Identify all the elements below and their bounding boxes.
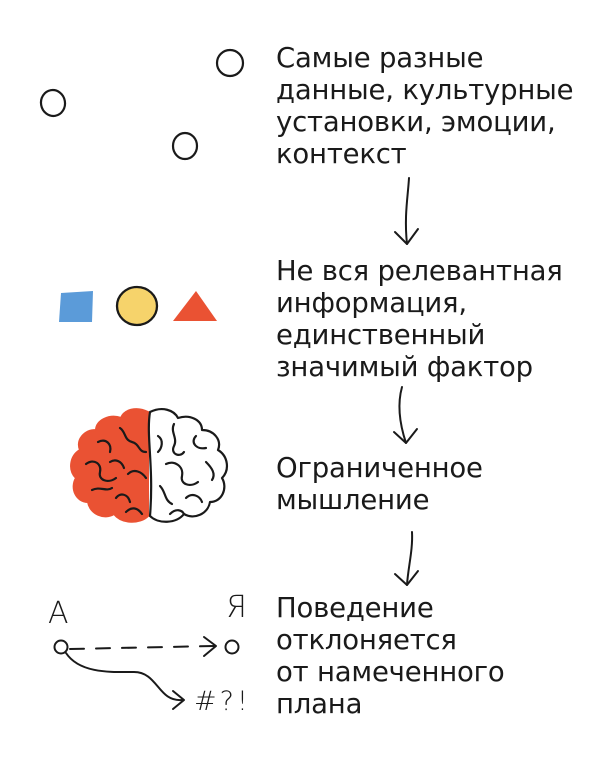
shapes-icon [59,285,217,327]
step-1-line: установки, эмоции, [276,106,556,138]
step-3-text: Ограниченное мышление [276,452,483,516]
circle-shape [215,48,245,78]
circle-shape [171,131,199,161]
path-deviation-icon [53,636,240,710]
red-triangle-shape [173,291,217,321]
step-4-line: отклоняется [276,624,457,656]
deviation-label: #?! [194,686,251,717]
brain-icon [70,408,228,523]
down-arrow-icon [393,386,418,444]
start-point [53,639,69,655]
step-1-line: Самые разные [276,42,484,74]
step-4-line: от намеченного [276,656,505,688]
step-3-line: мышление [276,484,430,516]
yellow-circle-shape [115,285,159,327]
start-label: А [48,596,69,631]
empty-circles-icon [39,48,245,161]
down-arrow-icon [394,531,419,586]
step-1-line: данные, культурные [276,74,574,106]
step-4-line: Поведение [276,592,434,624]
step-3-line: Ограниченное [276,452,483,484]
blue-square-shape [59,291,93,322]
end-label: Я [226,590,247,625]
step-1-text: Самые разные данные, культурные установк… [276,42,574,170]
step-2-text: Не вся релевантная информация, единствен… [276,255,563,383]
step-2-line: единственный [276,319,486,351]
step-4-text: Поведение отклоняется от намеченного пла… [276,592,505,720]
step-1-line: контекст [276,138,407,170]
step-2-line: информация, [276,287,467,319]
step-4-line: плана [276,688,363,720]
down-arrow-icon [394,177,419,245]
step-2-line: Не вся релевантная [276,255,563,287]
circle-shape [39,88,67,118]
end-point [224,639,240,655]
step-2-line: значимый фактор [276,351,533,383]
